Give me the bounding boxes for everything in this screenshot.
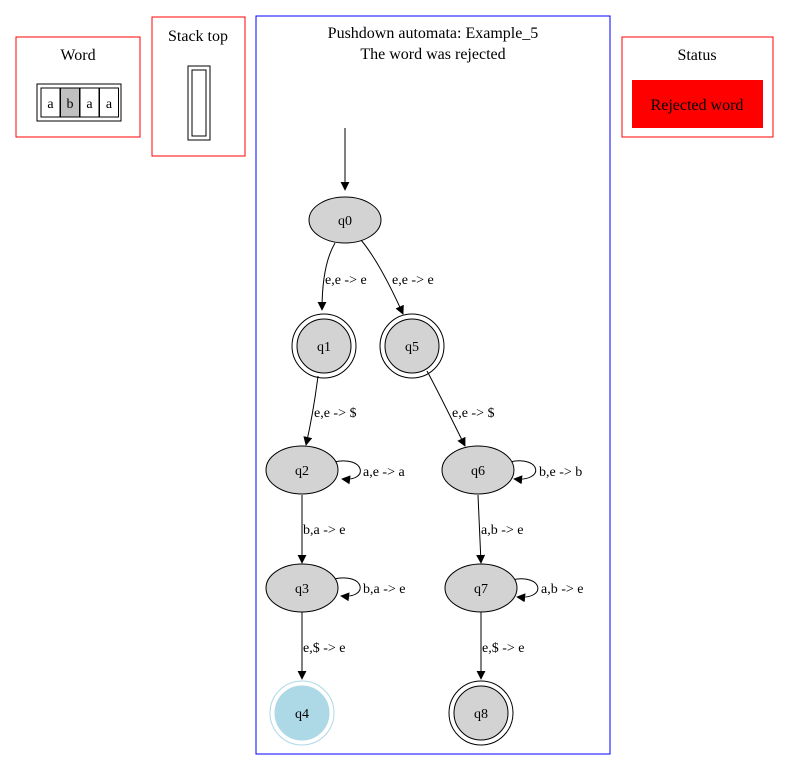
automaton-title: Pushdown automata: Example_5 — [328, 25, 539, 42]
stack-top-cell — [191, 69, 207, 137]
edge-q0-q5 — [360, 239, 404, 315]
state-q3-label: q3 — [295, 582, 309, 597]
state-q0-shape — [308, 196, 382, 244]
state-q5-outer-ring — [379, 313, 445, 379]
state-q7[interactable]: q7 — [444, 563, 518, 613]
state-q2-shape — [265, 445, 339, 495]
tape-cell — [99, 87, 119, 118]
status-panel: Status Rejected word — [621, 36, 774, 138]
transition-labels: e,e -> e e,e -> e e,e -> $ e,e -> $ a,e … — [303, 273, 584, 656]
state-q6[interactable]: q6 — [441, 445, 515, 495]
state-q8[interactable]: q8 — [448, 680, 514, 746]
word-panel-border — [15, 36, 141, 138]
state-q0[interactable]: q0 — [308, 196, 382, 244]
stack-panel-title: Stack top — [168, 28, 228, 45]
state-q4-label: q4 — [295, 707, 309, 722]
edge-q6-q7 — [476, 494, 486, 564]
edge-label-q7-self: a,b -> e — [541, 582, 584, 597]
state-q1-outer-ring — [291, 313, 357, 379]
state-q7-shape — [444, 563, 518, 613]
state-q5-label: q5 — [405, 340, 419, 355]
state-q6-shape — [441, 445, 515, 495]
edge-q0-q1 — [317, 242, 336, 311]
edge-q5-q6 — [426, 370, 466, 447]
state-q1-shape — [296, 318, 352, 374]
edge-label-q7-q8: e,$ -> e — [482, 641, 525, 656]
state-q2-label: q2 — [295, 464, 309, 479]
edge-q2-self — [333, 460, 361, 485]
word-panel-title: Word — [60, 47, 95, 64]
edge-label-q3-q4: e,$ -> e — [303, 641, 346, 656]
state-q7-label: q7 — [474, 582, 488, 597]
edge-label-q6-self: b,e -> b — [539, 465, 582, 480]
status-message: Rejected word — [651, 97, 744, 114]
state-q3[interactable]: q3 — [265, 563, 339, 613]
state-q4[interactable]: q4 — [269, 680, 335, 746]
state-q0-label: q0 — [338, 214, 352, 229]
tape-symbol: a — [47, 97, 54, 112]
edge-label-q6-q7: a,b -> e — [481, 523, 524, 538]
status-badge — [632, 80, 763, 128]
status-panel-title: Status — [677, 47, 716, 64]
edge-q3-self — [333, 577, 361, 602]
edge-label-q2-q3: b,a -> e — [303, 523, 346, 538]
tape-symbol: a — [106, 97, 113, 112]
state-q5-shape — [384, 318, 440, 374]
edge-q1-q2 — [303, 375, 319, 446]
state-q8-label: q8 — [474, 707, 488, 722]
edge-label-q2-self: a,e -> a — [363, 465, 405, 480]
edge-label-q0-q1: e,e -> e — [325, 273, 367, 288]
state-q4-outer-ring — [269, 680, 335, 746]
edge-q6-self — [509, 460, 537, 485]
transition-edges — [297, 239, 539, 680]
state-q1-label: q1 — [317, 340, 331, 355]
automaton-panel-border — [255, 15, 611, 755]
state-q5[interactable]: q5 — [379, 313, 445, 379]
stack-panel: Stack top — [151, 16, 246, 157]
edge-label-q0-q5: e,e -> e — [392, 273, 434, 288]
automaton-panel: Pushdown automata: Example_5 The word wa… — [255, 15, 611, 755]
stack-panel-border — [151, 16, 246, 157]
tape-symbol: b — [67, 97, 74, 112]
automaton-subtitle: The word was rejected — [360, 46, 505, 63]
state-q8-outer-ring — [448, 680, 514, 746]
edge-label-q3-self: b,a -> e — [363, 582, 406, 597]
state-q2[interactable]: q2 — [265, 445, 339, 495]
state-q3-shape — [265, 563, 339, 613]
state-q1[interactable]: q1 — [291, 313, 357, 379]
edge-q7-self — [511, 578, 539, 603]
edge-label-q5-q6: e,e -> $ — [452, 406, 495, 421]
state-q6-label: q6 — [471, 464, 485, 479]
stack-outer-box — [187, 65, 211, 141]
word-tape-outer — [36, 83, 122, 122]
edge-label-q1-q2: e,e -> $ — [314, 406, 357, 421]
tape-symbol: a — [86, 97, 93, 112]
state-q4-shape — [274, 685, 330, 741]
state-q8-shape — [453, 685, 509, 741]
status-panel-border — [621, 36, 774, 138]
